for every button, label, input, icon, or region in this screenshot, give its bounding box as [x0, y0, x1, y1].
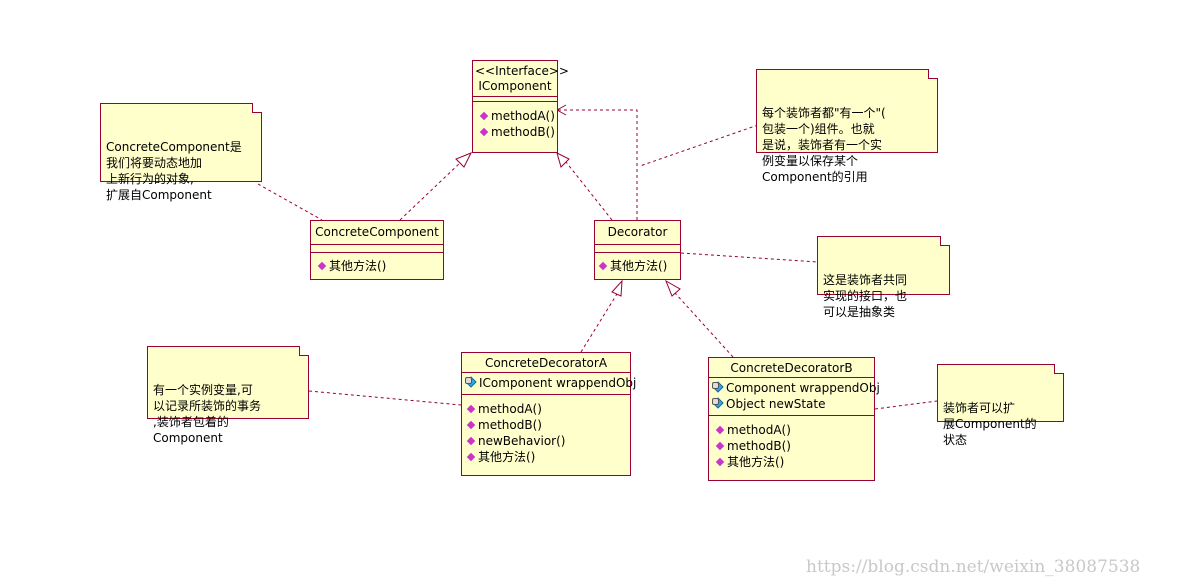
attribute-icon [712, 398, 724, 409]
note-text: 装饰者可以扩 展Component的 状态 [943, 401, 1037, 447]
concretedecoratora-class[interactable]: ConcreteDecoratorA IComponent wrappendOb… [461, 352, 636, 476]
note-fold [928, 69, 938, 79]
attribute-icon [465, 377, 477, 388]
operation: methodA() [468, 401, 626, 417]
note-text: 每个装饰者都"有一个"( 包装一个)组件。也就 是说，装饰者有一个实 例变量以保… [762, 106, 886, 184]
class-name: ConcreteDecoratorB [730, 361, 853, 375]
operation: 其他方法() [468, 449, 626, 465]
attribute-icon [712, 382, 724, 393]
operation: methodA() [481, 108, 555, 124]
generalization-decorator-a [580, 293, 618, 353]
note-fold [1054, 364, 1064, 374]
arrowhead-concretecomponent [455, 152, 473, 168]
note-link-component [257, 183, 323, 221]
arrowhead-decorator [556, 152, 570, 168]
class-name: Decorator [607, 225, 668, 239]
attribute-row: IComponent wrappendObj [465, 375, 636, 391]
note-text: 这是装饰者共同 实现的接口，也 可以是抽象类 [823, 273, 908, 319]
concretedecoratorb-class[interactable]: ConcreteDecoratorB Component wrappendObj… [708, 357, 880, 481]
note-decorator-interface[interactable]: 这是装饰者共同 实现的接口，也 可以是抽象类 [817, 236, 950, 319]
note-fold [940, 236, 950, 246]
realization-concretecomponent [399, 161, 462, 221]
realization-decorator [565, 161, 613, 221]
watermark: https://blog.csdn.net/weixin_38087538 [806, 557, 1141, 577]
attribute: Component wrappendObj [726, 381, 880, 395]
class-name: ConcreteComponent [315, 225, 439, 239]
note-link-decorator-a [308, 390, 462, 406]
attribute-row: Component wrappendObj [712, 380, 880, 396]
arrowhead-decorator-a [611, 279, 623, 297]
class-name: IComponent [478, 79, 552, 93]
note-link-decorator-b [874, 400, 938, 410]
interface-stereotype: <<Interface>> [475, 64, 569, 78]
note-text: 有一个实例变量,可 以记录所装饰的事务 ,装饰者包着的 Component [153, 383, 262, 445]
note-decorator-has-component[interactable]: 每个装饰者都"有一个"( 包装一个)组件。也就 是说，装饰者有一个实 例变量以保… [756, 69, 938, 184]
note-concretedecoratora[interactable]: 有一个实例变量,可 以记录所装饰的事务 ,装饰者包着的 Component [147, 346, 309, 445]
note-fold [252, 103, 262, 113]
icomponent-class[interactable]: <<Interface>> IComponent methodA() metho… [472, 60, 569, 153]
note-concretecomponent[interactable]: ConcreteComponent是 我们将要动态地加 上新行为的对象, 扩展自… [100, 103, 262, 202]
attribute: IComponent wrappendObj [479, 376, 637, 390]
operation: methodA() [717, 422, 870, 438]
note-link-decorator-has [639, 124, 759, 167]
attribute: Object newState [726, 397, 826, 411]
operation: methodB() [481, 124, 555, 140]
class-name: ConcreteDecoratorA [484, 356, 608, 370]
operation: methodB() [717, 438, 870, 454]
operation: 其他方法() [600, 258, 678, 274]
note-fold [299, 346, 309, 356]
arrowhead-decorator-b [665, 279, 681, 297]
association-decorator-component [557, 109, 638, 220]
concretecomponent-class[interactable]: ConcreteComponent 其他方法() [310, 220, 444, 280]
decorator-class[interactable]: Decorator 其他方法() [594, 220, 681, 280]
operation: 其他方法() [717, 454, 870, 470]
operation: 其他方法() [319, 258, 439, 274]
note-link-decorator-interface [680, 252, 819, 263]
operation: newBehavior() [468, 433, 626, 449]
generalization-decorator-b [674, 292, 734, 358]
attribute-row: Object newState [712, 396, 870, 412]
operation: methodB() [468, 417, 626, 433]
note-text: ConcreteComponent是 我们将要动态地加 上新行为的对象, 扩展自… [106, 140, 242, 202]
note-concretedecoratorb[interactable]: 装饰者可以扩 展Component的 状态 [937, 364, 1064, 447]
